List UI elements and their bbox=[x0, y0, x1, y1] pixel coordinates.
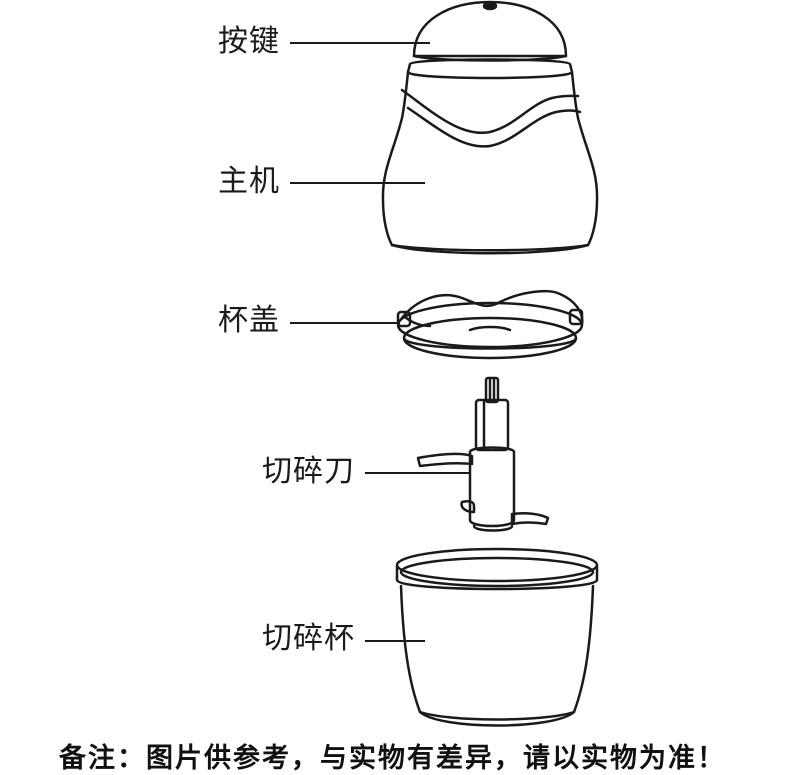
label-button: 按键 bbox=[218, 24, 280, 59]
leader-line-cup bbox=[365, 640, 425, 642]
button-dome bbox=[412, 0, 568, 62]
cup-lid bbox=[396, 289, 584, 360]
leader-line-main-unit bbox=[290, 182, 425, 184]
chopping-cup bbox=[395, 547, 599, 727]
label-blade: 切碎刀 bbox=[262, 454, 355, 489]
label-main-unit: 主机 bbox=[218, 164, 280, 199]
leader-line-cup-lid bbox=[290, 322, 400, 324]
blade-assembly bbox=[416, 376, 550, 532]
leader-line-blade bbox=[365, 472, 470, 474]
main-unit-body bbox=[381, 58, 599, 255]
leader-line-button bbox=[290, 42, 430, 44]
footnote: 备注：图片供参考，与实物有差异，请以实物为准！ bbox=[59, 743, 726, 774]
label-cup: 切碎杯 bbox=[262, 621, 355, 656]
label-cup-lid: 杯盖 bbox=[218, 303, 280, 338]
